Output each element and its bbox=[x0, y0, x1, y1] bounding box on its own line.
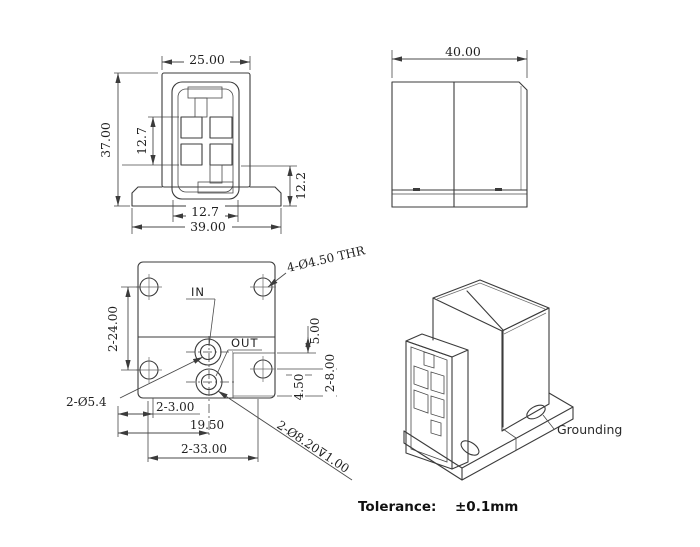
dim-side-width: 40.00 bbox=[445, 44, 481, 59]
mounting-hole-br bbox=[250, 356, 276, 382]
dim-front-base-width: 39.00 bbox=[190, 219, 226, 234]
tolerance-value: ±0.1mm bbox=[455, 499, 518, 515]
label-grounding: Grounding bbox=[557, 422, 622, 437]
front-tab-bottom bbox=[209, 164, 223, 184]
label-in: IN bbox=[191, 285, 205, 299]
dim-bottom-offset-19-5: 19.50 bbox=[190, 418, 224, 432]
dim-bottom-5: 5.00 bbox=[308, 318, 322, 345]
side-body-outline bbox=[391, 81, 528, 191]
tolerance-label: Tolerance: bbox=[358, 499, 436, 515]
isometric-view: Grounding bbox=[403, 279, 622, 481]
dim-front-height: 37.00 bbox=[98, 122, 113, 158]
side-slot-left bbox=[413, 188, 420, 191]
dim-front-step-height: 12.2 bbox=[293, 172, 308, 200]
front-body-outline bbox=[161, 72, 251, 188]
front-square-bl bbox=[180, 143, 203, 166]
front-square-tl bbox=[180, 116, 203, 139]
iso-base-flange bbox=[403, 392, 574, 481]
front-square-br bbox=[209, 143, 233, 166]
iso-right-face bbox=[501, 307, 550, 432]
iso-split-top bbox=[466, 290, 504, 331]
iso-connector-housing bbox=[405, 333, 469, 470]
dim-bottom-8: 2-8.00 bbox=[323, 354, 337, 392]
label-out: OUT bbox=[231, 336, 259, 350]
front-recess-outer bbox=[171, 81, 240, 200]
dim-bottom-offset-3: 2-3.00 bbox=[156, 400, 194, 414]
dim-bottom-4-5: 4.50 bbox=[292, 374, 306, 401]
iso-flange-hole-left bbox=[460, 440, 480, 456]
front-view: 25.00 37.00 12.7 12.2 12.7 39 bbox=[98, 52, 308, 234]
label-corner-holes: 4-Ø4.50 THR bbox=[286, 243, 368, 275]
iso-square-br bbox=[430, 395, 445, 419]
side-slot-right bbox=[495, 188, 502, 191]
iso-flange-hole-right bbox=[526, 404, 546, 420]
label-small-holes: 2-Ø5.4 bbox=[66, 395, 107, 409]
dim-front-top-width: 25.00 bbox=[189, 52, 225, 67]
dim-bottom-hole-span-h: 2-33.00 bbox=[181, 442, 227, 456]
front-square-tr bbox=[209, 116, 233, 139]
mounting-hole-tr bbox=[250, 274, 276, 300]
front-recess-inner bbox=[177, 88, 234, 193]
dim-bottom-hole-span-v: 2-24.00 bbox=[106, 306, 120, 352]
iso-square-tl bbox=[413, 365, 429, 390]
dim-front-inner-height: 12.7 bbox=[134, 127, 149, 155]
front-tab-top bbox=[194, 97, 208, 118]
iso-square-bl bbox=[413, 389, 429, 414]
label-counterbore: 2-Ø8.20⊽1.00 bbox=[274, 418, 352, 476]
side-view: 40.00 bbox=[391, 44, 528, 208]
front-tab-bottom-wide bbox=[197, 181, 234, 194]
bottom-view: 2-24.00 IN OUT 2-Ø5.4 4-Ø4.50 THR 2-3.00… bbox=[66, 243, 368, 481]
bottom-plate-outline bbox=[137, 261, 276, 399]
iso-square-tr bbox=[430, 371, 445, 395]
dim-front-inner-width: 12.7 bbox=[191, 204, 219, 219]
tolerance-note: Tolerance: ±0.1mm bbox=[358, 499, 518, 515]
